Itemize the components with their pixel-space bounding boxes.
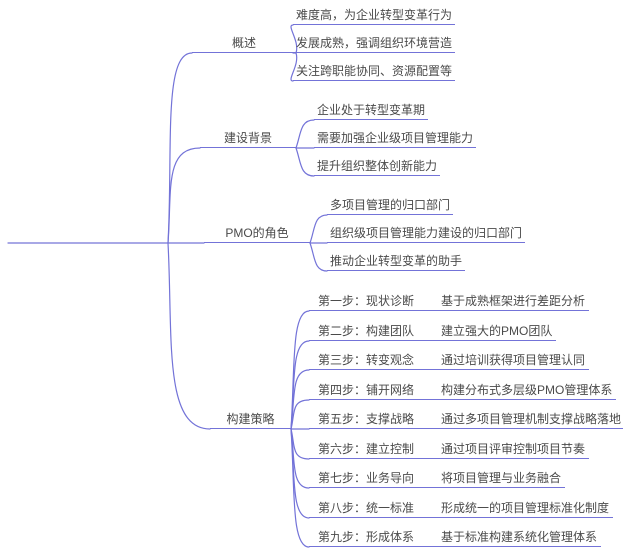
link-pmo-1: [309, 214, 328, 244]
strategy-step-2[interactable]: 第二步：构建团队: [309, 323, 441, 341]
link-overview-1: [290, 24, 298, 54]
pmo-role-child-1[interactable]: 多项目管理的归口部门: [327, 197, 454, 215]
pmo-role-child-2[interactable]: 组织级项目管理能力建设的归口部门: [327, 225, 526, 243]
branch-strategy[interactable]: 构建策略: [210, 411, 291, 429]
link-step-9: [290, 428, 310, 548]
strategy-step-7[interactable]: 第七步：业务导向: [309, 470, 441, 488]
strategy-detail-2[interactable]: 建立强大的PMO团队: [441, 323, 557, 341]
link-pmo-3: [309, 242, 328, 272]
strategy-detail-3[interactable]: 通过培训获得项目管理认同: [441, 352, 590, 370]
strategy-detail-4[interactable]: 构建分布式多层级PMO管理体系: [441, 382, 617, 400]
overview-child-3[interactable]: 关注跨职能协同、资源配置等: [293, 63, 456, 81]
branch-overview[interactable]: 概述: [192, 35, 296, 53]
link-root-overview: [167, 52, 193, 244]
strategy-step-1[interactable]: 第一步：现状诊断: [309, 293, 441, 311]
strategy-step-5[interactable]: 第五步：支撑战略: [309, 411, 441, 429]
background-child-3[interactable]: 提升组织整体创新能力: [314, 158, 441, 176]
strategy-step-4[interactable]: 第四步：铺开网络: [309, 382, 441, 400]
strategy-detail-6[interactable]: 通过项目评审控制项目节奏: [441, 441, 590, 459]
strategy-detail-8[interactable]: 形成统一的项目管理标准化制度: [441, 500, 614, 518]
strategy-step-9[interactable]: 第九步：形成体系: [309, 529, 441, 547]
overview-child-1[interactable]: 难度高，为企业转型变革行为: [293, 7, 456, 25]
link-background-3: [295, 147, 315, 177]
branch-pmo-role[interactable]: PMO的角色: [204, 225, 310, 243]
link-overview-3: [290, 52, 298, 82]
strategy-step-3[interactable]: 第三步：转变观念: [309, 352, 441, 370]
link-root-background: [167, 147, 201, 244]
overview-child-2[interactable]: 发展成熟，强调组织环境营造: [293, 35, 456, 53]
link-root-strategy: [167, 242, 211, 430]
strategy-detail-7[interactable]: 将项目管理与业务融合: [441, 470, 566, 488]
link-step-4: [290, 399, 310, 430]
background-child-2[interactable]: 需要加强企业级项目管理能力: [314, 130, 477, 148]
link-background-1: [295, 119, 315, 149]
background-child-1[interactable]: 企业处于转型变革期: [314, 102, 429, 120]
strategy-step-8[interactable]: 第八步：统一标准: [309, 500, 441, 518]
strategy-detail-5[interactable]: 通过多项目管理机制支撑战略落地: [441, 411, 623, 429]
strategy-detail-9[interactable]: 基于标准构建系统化管理体系: [441, 529, 602, 547]
strategy-step-6[interactable]: 第六步：建立控制: [309, 441, 441, 459]
pmo-role-child-3[interactable]: 推动企业转型变革的助手: [327, 253, 466, 271]
strategy-detail-1[interactable]: 基于成熟框架进行差距分析: [441, 293, 590, 311]
branch-background[interactable]: 建设背景: [200, 130, 296, 148]
link-step-3: [290, 369, 310, 430]
